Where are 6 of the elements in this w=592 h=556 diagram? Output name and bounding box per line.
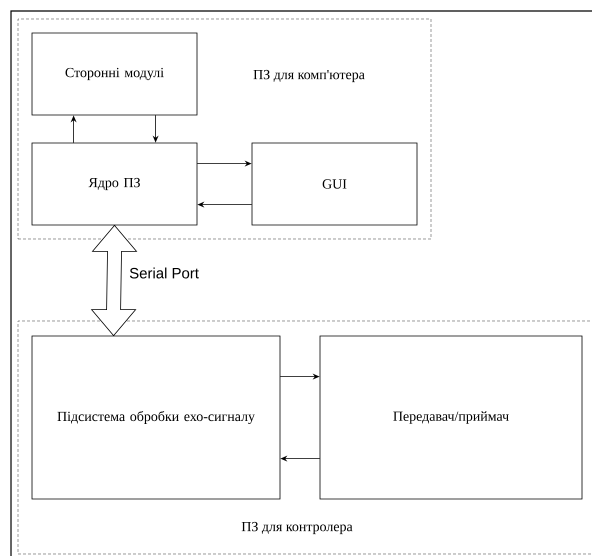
process-box: Ядро ПЗ: [32, 142, 198, 226]
edge-label: Serial Port: [128, 266, 200, 280]
process-box: GUI: [252, 142, 418, 226]
process-box: Підсистема обробки ехо-сигналу: [32, 336, 280, 500]
process-box: Сторонні модулі: [32, 32, 198, 116]
process-box: Передавач/приймач: [320, 336, 582, 500]
